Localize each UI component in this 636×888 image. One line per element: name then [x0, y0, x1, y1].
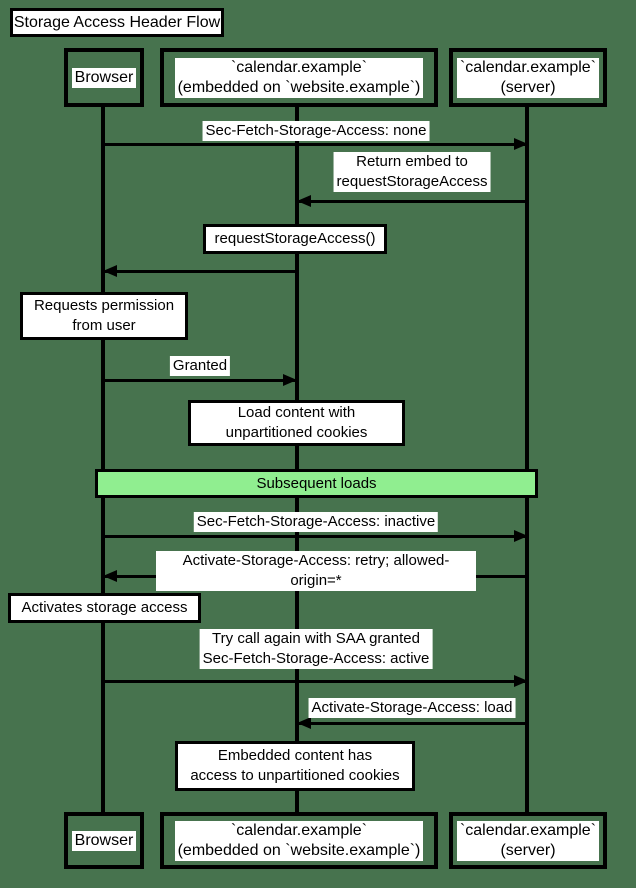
- participant-browser-top: Browser: [64, 48, 144, 107]
- participant-browser-top-label: Browser: [71, 67, 137, 88]
- message-label-sec-fetch-none: Sec-Fetch-Storage-Access: none: [202, 121, 430, 141]
- arrowhead-right-icon: [514, 138, 528, 150]
- lifeline-server: [525, 107, 529, 812]
- arrowhead-left-icon: [103, 570, 117, 582]
- participant-server-top-label: `calendar.example` (server): [456, 57, 600, 98]
- participant-browser-bottom-label: Browser: [71, 830, 137, 851]
- diagram-title: Storage Access Header Flow: [10, 8, 224, 37]
- participant-embedded-bottom-label: `calendar.example` (embedded on `website…: [174, 820, 424, 861]
- arrowhead-left-icon: [103, 265, 117, 277]
- message-label-request-storage-access: requestStorageAccess(): [203, 224, 387, 254]
- lifeline-embedded: [295, 107, 299, 812]
- arrowhead-right-icon: [514, 530, 528, 542]
- participant-server-top: `calendar.example` (server): [449, 48, 607, 107]
- note-load-content: Load content with unpartitioned cookies: [188, 400, 405, 446]
- message-arrow-sec-fetch-none: [103, 143, 527, 146]
- arrowhead-right-icon: [283, 374, 297, 386]
- message-label-try-again: Try call again with SAA granted Sec-Fetc…: [199, 629, 433, 669]
- message-label-sec-fetch-inactive: Sec-Fetch-Storage-Access: inactive: [193, 512, 439, 532]
- participant-server-bottom: `calendar.example` (server): [449, 812, 607, 869]
- arrowhead-right-icon: [514, 675, 528, 687]
- message-arrow-granted: [103, 379, 297, 382]
- participant-embedded-bottom: `calendar.example` (embedded on `website…: [160, 812, 438, 869]
- message-label-activate-load: Activate-Storage-Access: load: [308, 698, 516, 718]
- note-activates-storage-access: Activates storage access: [8, 593, 201, 623]
- message-arrow-activate-load: [297, 722, 527, 725]
- note-requests-permission: Requests permission from user: [20, 292, 188, 340]
- participant-browser-bottom: Browser: [64, 812, 144, 869]
- note-embedded-access: Embedded content has access to unpartiti…: [175, 741, 415, 791]
- divider-subsequent-loads: Subsequent loads: [95, 469, 538, 498]
- message-label-activate-retry: Activate-Storage-Access: retry; allowed-…: [156, 551, 476, 591]
- message-label-granted: Granted: [169, 356, 231, 376]
- message-arrow-return-embed: [297, 200, 527, 203]
- participant-server-bottom-label: `calendar.example` (server): [456, 820, 600, 861]
- arrowhead-left-icon: [297, 195, 311, 207]
- message-arrow-sec-fetch-inactive: [103, 535, 527, 538]
- message-label-return-embed: Return embed to requestStorageAccess: [333, 152, 491, 192]
- message-arrow-request-storage-access: [103, 270, 297, 273]
- message-arrow-try-again: [103, 680, 527, 683]
- participant-embedded-top-label: `calendar.example` (embedded on `website…: [174, 57, 424, 98]
- lifeline-browser: [101, 107, 105, 812]
- participant-embedded-top: `calendar.example` (embedded on `website…: [160, 48, 438, 107]
- arrowhead-left-icon: [297, 717, 311, 729]
